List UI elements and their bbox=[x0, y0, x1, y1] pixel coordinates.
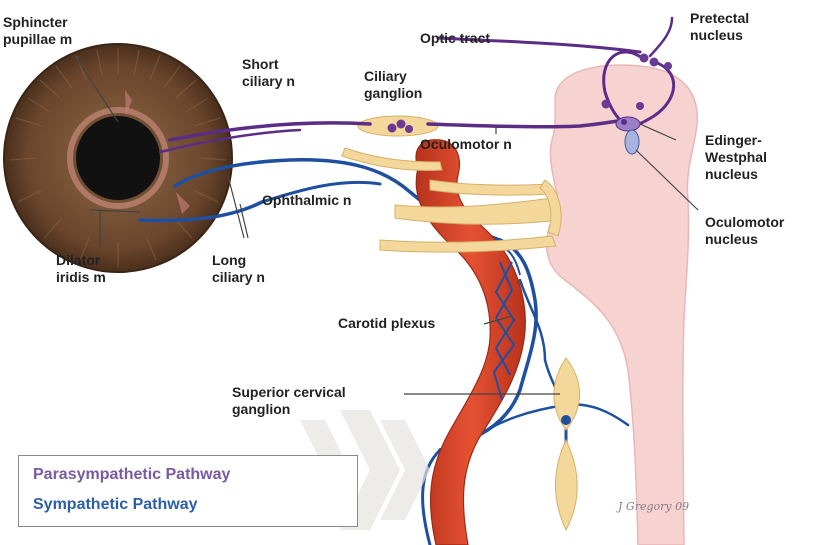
label-oculomotor-n: Oculomotor n bbox=[420, 136, 512, 153]
label-ophthalmic-n: Ophthalmic n bbox=[262, 192, 351, 209]
ciliary-ganglion bbox=[358, 116, 438, 136]
legend-sympathetic: Sympathetic Pathway bbox=[33, 496, 198, 514]
label-carotid-plexus: Carotid plexus bbox=[338, 315, 435, 332]
artist-signature: J Gregory 09 bbox=[618, 500, 689, 513]
carotid-artery bbox=[416, 140, 525, 545]
legend-parasympathetic: Parasympathetic Pathway bbox=[33, 466, 230, 484]
superior-cervical-ganglion bbox=[554, 358, 580, 530]
edinger-westphal-nucleus bbox=[616, 117, 640, 131]
eye bbox=[4, 44, 232, 272]
label-optic-tract: Optic tract bbox=[420, 30, 490, 47]
legend: Parasympathetic Pathway Sympathetic Path… bbox=[18, 455, 358, 527]
